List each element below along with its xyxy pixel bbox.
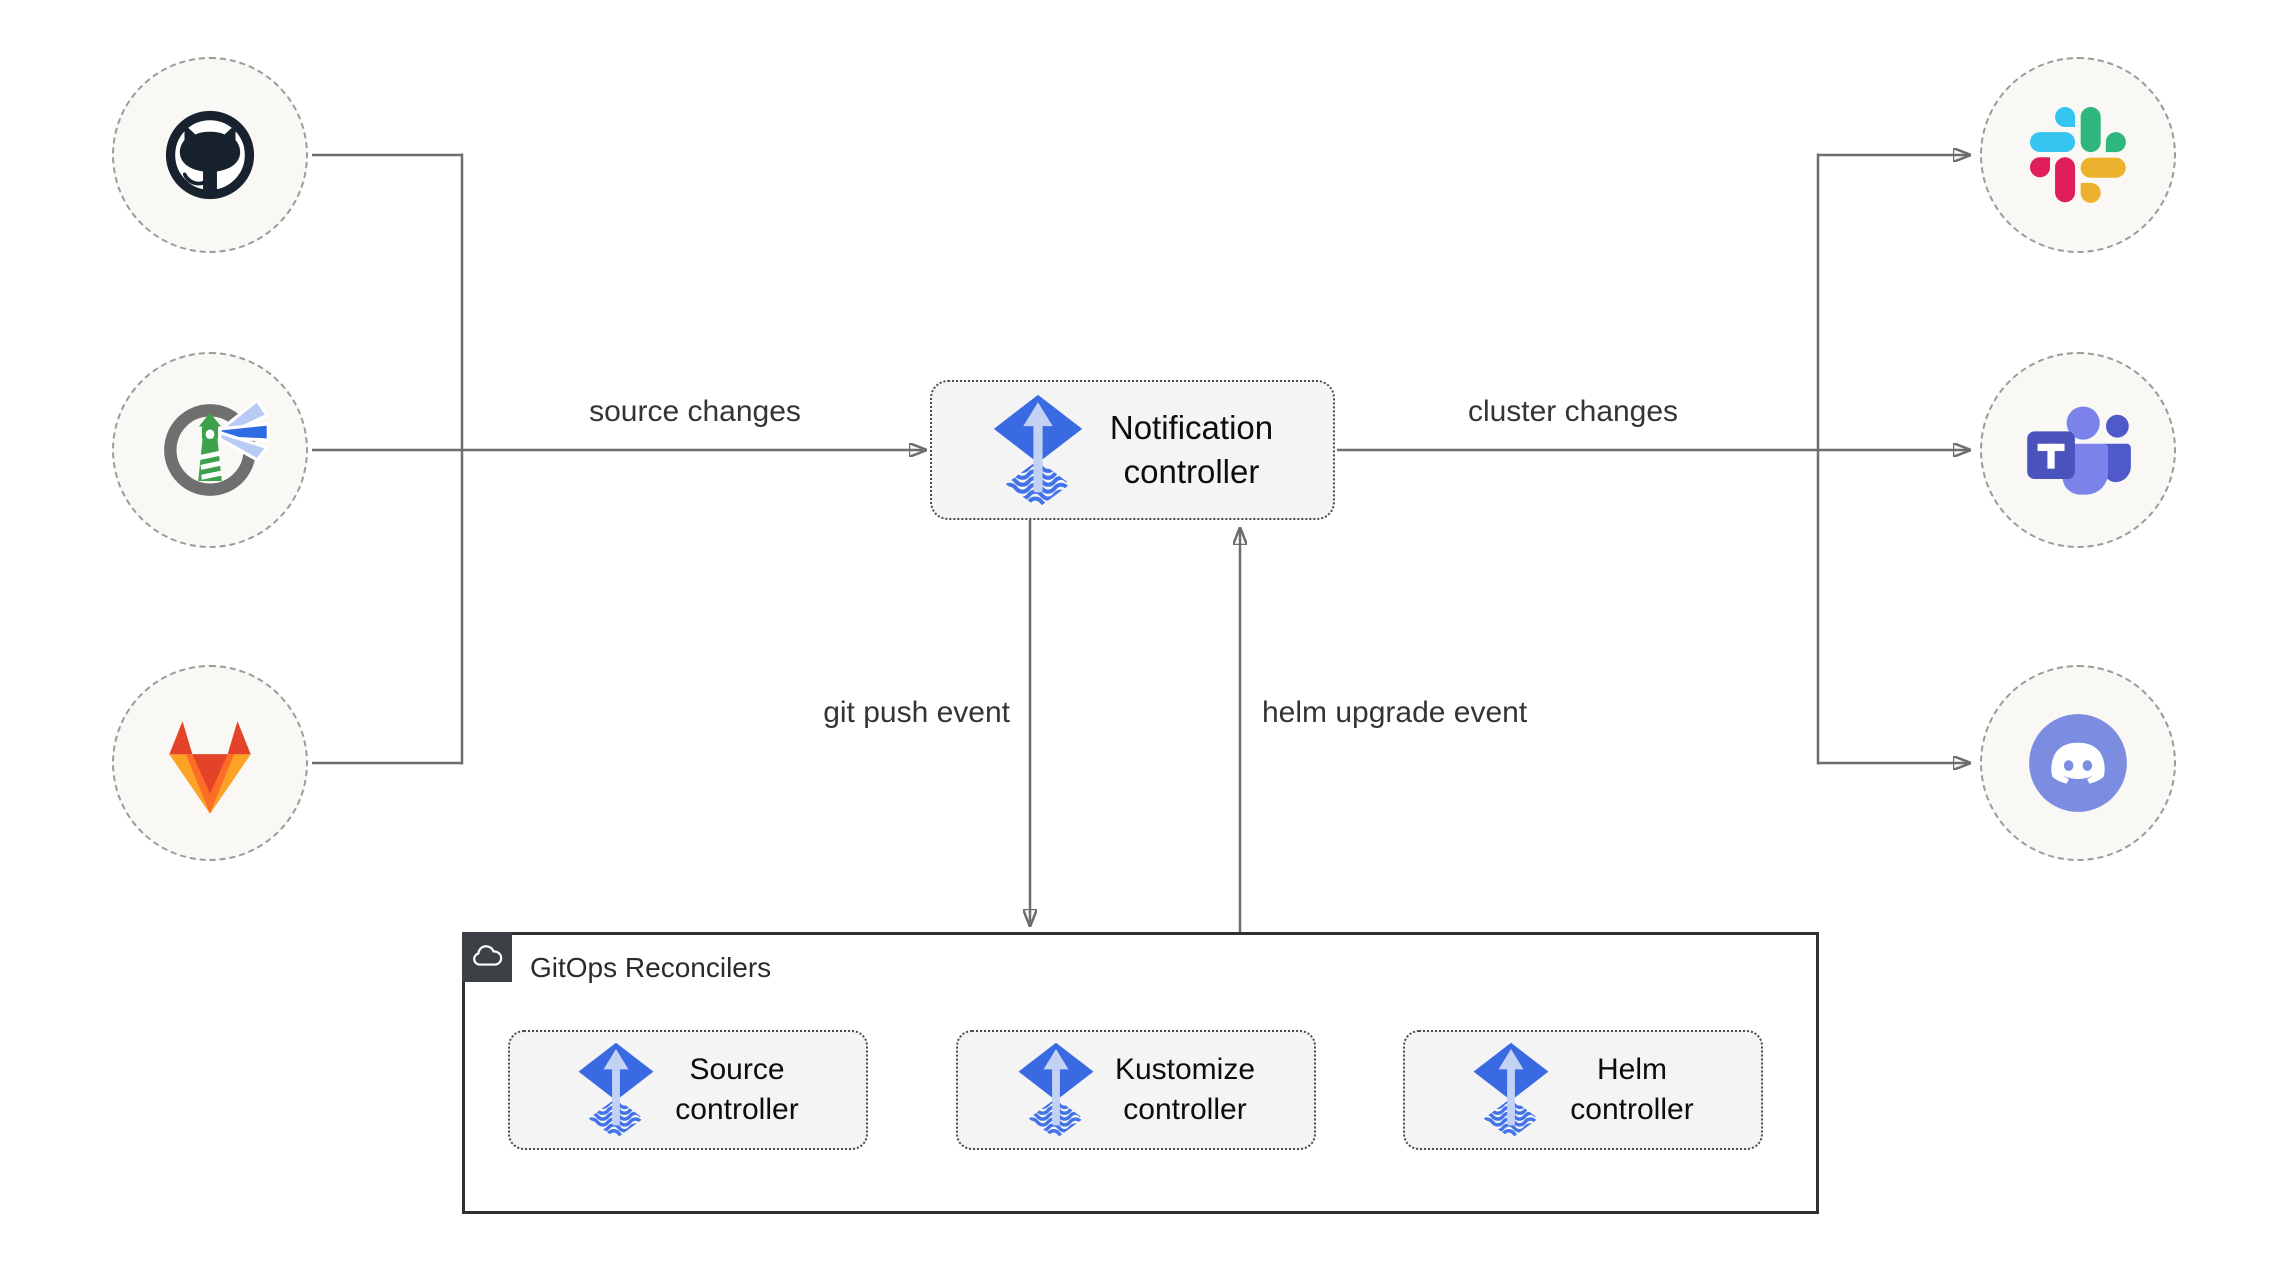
- edge-label-source-changes: source changes: [589, 395, 801, 428]
- teams-icon: [2021, 398, 2135, 502]
- edge-left-bus: [312, 153, 464, 765]
- kustomize-controller-label: Kustomize controller: [1114, 1053, 1256, 1126]
- gitlab-icon: [155, 712, 265, 814]
- harbor-icon: [148, 388, 272, 512]
- flux-icon: [577, 1041, 655, 1139]
- edge-label-git-push-event: git push event: [823, 696, 1010, 729]
- flux-icon: [992, 393, 1084, 508]
- cloud-icon: [470, 944, 504, 970]
- discord-icon: [2026, 711, 2130, 815]
- source-controller-label: Source controller: [675, 1053, 799, 1126]
- endpoint-teams: [1980, 352, 2176, 548]
- gitops-group-badge: [462, 932, 512, 982]
- slack-icon: [2030, 107, 2126, 203]
- helm-controller-label: Helm controller: [1570, 1053, 1694, 1126]
- endpoint-github: [112, 57, 308, 253]
- github-icon: [152, 97, 268, 213]
- endpoint-discord: [1980, 665, 2176, 861]
- endpoint-harbor: [112, 352, 308, 548]
- node-kustomize-controller: Kustomize controller: [956, 1030, 1316, 1150]
- gitops-group-title: GitOps Reconcilers: [530, 952, 772, 983]
- edge-label-helm-upgrade-event: helm upgrade event: [1262, 696, 1528, 729]
- flux-icon: [1472, 1041, 1550, 1139]
- node-helm-controller: Helm controller: [1403, 1030, 1763, 1150]
- flux-icon: [1017, 1041, 1095, 1139]
- endpoint-gitlab: [112, 665, 308, 861]
- node-source-controller: Source controller: [508, 1030, 868, 1150]
- edge-right-bus: [1337, 153, 1820, 765]
- notification-controller-label: Notification controller: [1109, 409, 1274, 490]
- node-notification-controller: Notification controller: [930, 380, 1335, 520]
- edge-label-cluster-changes: cluster changes: [1467, 395, 1679, 428]
- endpoint-slack: [1980, 57, 2176, 253]
